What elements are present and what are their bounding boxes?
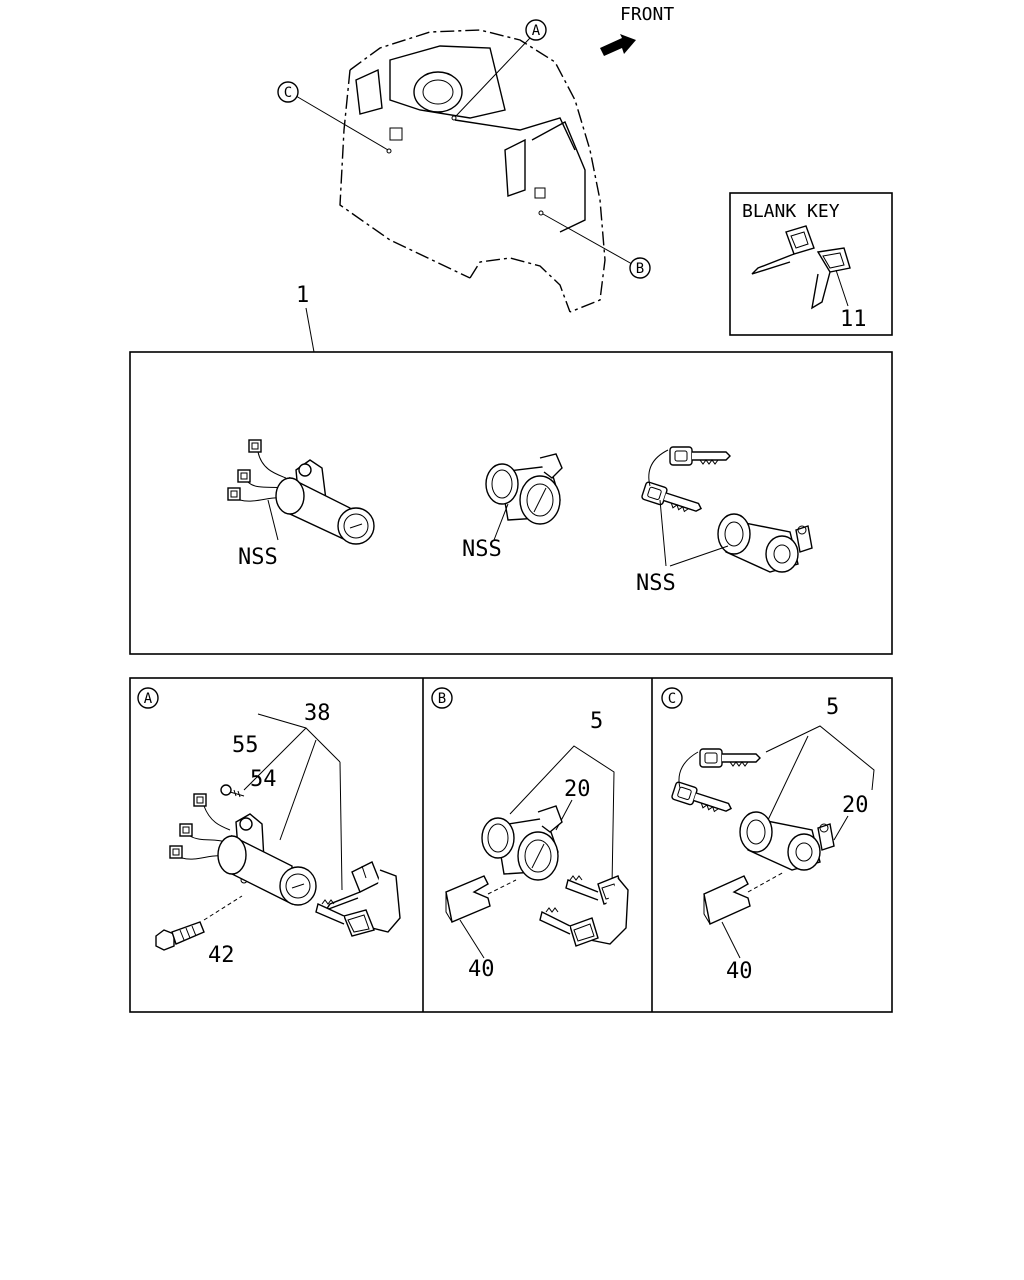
part-5-c: 5 (826, 695, 839, 720)
detail-panels (129, 677, 893, 1013)
part-20-b: 20 (564, 777, 591, 802)
ignition-switch (227, 439, 375, 545)
retainer-clip-c (703, 875, 751, 925)
nss-label-1: NSS (238, 545, 278, 570)
door-lock-cylinder (485, 453, 563, 525)
svg-text:B: B (636, 261, 644, 277)
keys-and-lock (640, 446, 813, 573)
cab-outline (339, 29, 606, 313)
part-54: 54 (250, 767, 277, 792)
detail-a: A 38 55 54 42 (137, 687, 401, 968)
key-pair-a (315, 861, 401, 937)
nss-label-2: NSS (462, 537, 502, 562)
callout-b: B (542, 213, 651, 279)
part-20-c: 20 (842, 793, 869, 818)
detail-c-tag: C (668, 691, 676, 707)
part-40-c: 40 (726, 959, 753, 984)
front-indicator: FRONT (600, 4, 674, 56)
part-42: 42 (208, 943, 235, 968)
blank-key-part-no: 11 (840, 307, 867, 332)
retainer-clip-b (445, 875, 491, 923)
detail-b: B 5 20 40 (431, 687, 629, 982)
callout-a: A (455, 19, 547, 117)
assembly-box: NSS NSS NSS (129, 351, 893, 655)
part-55: 55 (232, 733, 259, 758)
blank-key-title: BLANK KEY (742, 201, 840, 222)
part-5-b: 5 (590, 709, 603, 734)
svg-text:A: A (532, 23, 541, 39)
key-pair-c (670, 748, 761, 818)
front-arrow-icon (600, 34, 636, 56)
screw-icon (220, 784, 245, 798)
key-pair-b (539, 875, 629, 947)
detail-a-tag: A (144, 691, 153, 707)
blank-key-icon (751, 225, 851, 310)
nss-label-3: NSS (636, 571, 676, 596)
main-part-no: 1 (296, 283, 309, 308)
svg-text:C: C (284, 85, 292, 101)
detail-c: C 5 20 40 (661, 687, 875, 984)
part-38: 38 (304, 701, 331, 726)
detail-b-tag: B (438, 691, 446, 707)
blank-key-box: BLANK KEY 11 (729, 192, 893, 336)
front-label: FRONT (620, 4, 674, 25)
part-40-b: 40 (468, 957, 495, 982)
callout-c: C (277, 81, 389, 151)
bolt-icon (155, 921, 205, 951)
